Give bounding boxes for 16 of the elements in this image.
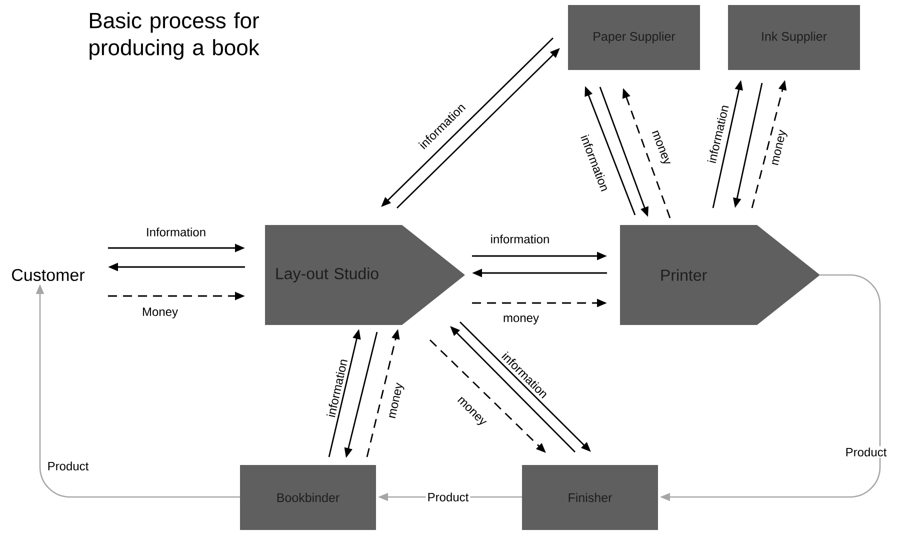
process-box: Finisher xyxy=(522,465,658,530)
edge-label: information xyxy=(491,234,549,244)
edge-label: Money xyxy=(142,308,178,318)
edge-label: money xyxy=(389,382,404,418)
actor-label: Customer xyxy=(12,268,85,282)
process-box: Ink Supplier xyxy=(728,5,860,70)
edge-label: Product xyxy=(844,446,888,458)
edge-label: money xyxy=(772,130,788,166)
edge-label: Product xyxy=(426,491,470,503)
edge-label: Product xyxy=(46,460,90,472)
process-box: Paper Supplier xyxy=(568,5,700,70)
process-box: Bookbinder xyxy=(240,465,376,530)
title: Basic process for producing a book xyxy=(90,12,260,60)
edge-label: money xyxy=(652,130,671,164)
edge-label: Information xyxy=(147,228,206,236)
edge-label: money xyxy=(504,316,539,324)
